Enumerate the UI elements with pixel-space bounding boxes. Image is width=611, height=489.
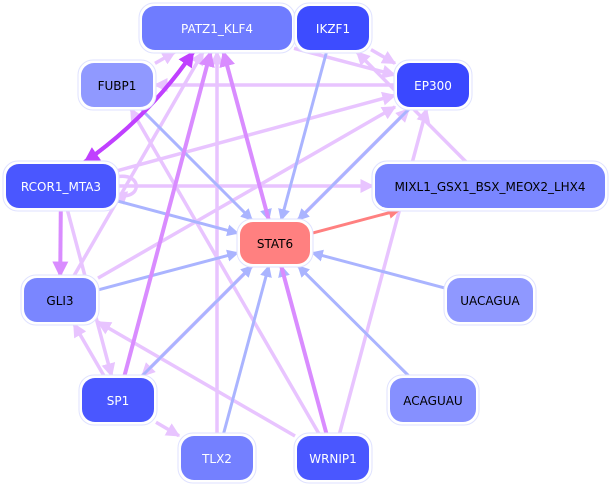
node-stat6[interactable]: STAT6 bbox=[236, 218, 314, 268]
node-label: ACAGUAU bbox=[403, 394, 462, 408]
node-label: MIXL1_GSX1_BSX_MEOX2_LHX4 bbox=[394, 180, 585, 194]
edge-ep300-to-stat6 bbox=[296, 107, 411, 222]
node-wrnip1[interactable]: WRNIP1 bbox=[293, 432, 373, 484]
edge-sp1-to-tlx2 bbox=[155, 420, 181, 438]
edge-ikzf1-to-ep300 bbox=[370, 48, 397, 65]
edge-fubp1-to-patz1_klf4 bbox=[154, 50, 177, 65]
node-gli3[interactable]: GLI3 bbox=[20, 274, 100, 326]
node-fubp1[interactable]: FUBP1 bbox=[77, 59, 157, 111]
edges-layer bbox=[52, 16, 468, 438]
node-label: RCOR1_MTA3 bbox=[21, 180, 101, 194]
edge-stat6-to-mixl1 bbox=[311, 206, 401, 235]
edge-sp1-to-stat6 bbox=[140, 264, 254, 378]
node-box bbox=[297, 436, 369, 480]
node-box bbox=[447, 278, 533, 322]
node-label: STAT6 bbox=[257, 237, 293, 251]
node-box bbox=[397, 63, 469, 107]
edge-gli3-to-ep300 bbox=[97, 105, 397, 280]
edge-rcor1_mta3-to-ep300 bbox=[117, 91, 397, 173]
node-label: EP300 bbox=[414, 79, 452, 93]
node-box bbox=[181, 436, 253, 480]
edge-wrnip1-to-fubp1 bbox=[129, 107, 321, 435]
node-ep300[interactable]: EP300 bbox=[393, 59, 473, 111]
node-sp1[interactable]: SP1 bbox=[78, 374, 158, 426]
node-uacagua[interactable]: UACAGUA bbox=[443, 274, 537, 326]
node-label: FUBP1 bbox=[98, 79, 137, 93]
node-label: SP1 bbox=[107, 394, 130, 408]
edge-patz1_klf4-to-rcor1_mta3 bbox=[83, 50, 195, 164]
node-box bbox=[81, 63, 153, 107]
node-label: GLI3 bbox=[46, 294, 73, 308]
edge-tlx2-to-stat6 bbox=[222, 264, 272, 435]
edge-fubp1-to-stat6 bbox=[139, 107, 254, 222]
edge-acaguau-to-stat6 bbox=[297, 264, 410, 378]
node-box bbox=[297, 6, 369, 50]
node-box bbox=[82, 378, 154, 422]
node-box bbox=[240, 222, 310, 264]
edge-sp1-to-gli3 bbox=[72, 322, 106, 377]
node-tlx2[interactable]: TLX2 bbox=[177, 432, 257, 484]
node-ikzf1[interactable]: IKZF1 bbox=[293, 2, 373, 54]
node-label: UACAGUA bbox=[460, 294, 520, 308]
node-rcor1-mta3[interactable]: RCOR1_MTA3 bbox=[2, 160, 120, 212]
edge-uacagua-to-stat6 bbox=[310, 249, 446, 290]
node-patz1-klf4[interactable]: PATZ1_KLF4 bbox=[138, 2, 296, 54]
node-mixl1[interactable]: MIXL1_GSX1_BSX_MEOX2_LHX4 bbox=[371, 160, 609, 212]
node-label: TLX2 bbox=[201, 452, 232, 466]
node-box bbox=[6, 164, 116, 208]
node-label: IKZF1 bbox=[316, 22, 350, 36]
node-label: WRNIP1 bbox=[309, 452, 357, 466]
node-label: PATZ1_KLF4 bbox=[181, 22, 253, 36]
edge-rcor1_mta3-to-stat6 bbox=[117, 199, 240, 237]
edge-rcor1_mta3-to-gli3 bbox=[52, 209, 69, 278]
edge-sp1-to-patz1_klf4 bbox=[122, 50, 215, 377]
node-box bbox=[375, 164, 605, 208]
node-box bbox=[24, 278, 96, 322]
node-acaguau[interactable]: ACAGUAU bbox=[386, 374, 480, 426]
edge-ikzf1-to-stat6 bbox=[278, 51, 328, 222]
node-box bbox=[142, 6, 292, 50]
edge-gli3-to-patz1_klf4 bbox=[72, 50, 205, 277]
edge-gli3-to-stat6 bbox=[97, 249, 240, 292]
edge-wrnip1-to-gli3 bbox=[96, 320, 296, 438]
node-box bbox=[390, 378, 476, 422]
